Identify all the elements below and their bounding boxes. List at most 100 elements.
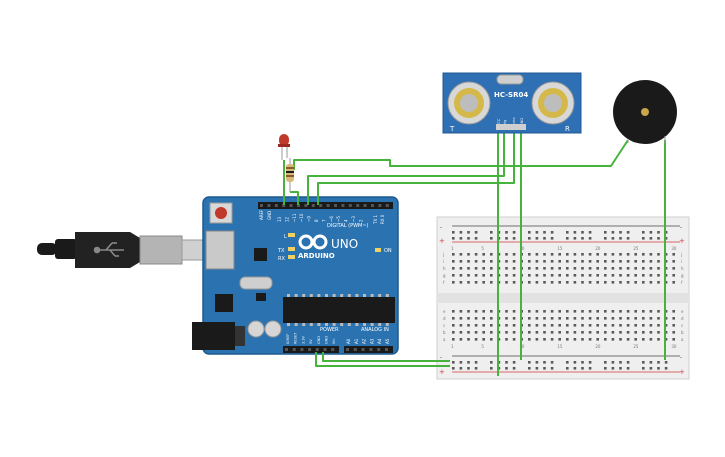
terminal-hole[interactable] xyxy=(657,317,660,320)
rail-hole[interactable] xyxy=(581,367,584,370)
terminal-hole[interactable] xyxy=(611,338,615,341)
rail-hole[interactable] xyxy=(664,231,668,234)
led[interactable] xyxy=(278,134,290,160)
terminal-hole[interactable] xyxy=(604,338,607,341)
terminal-hole[interactable] xyxy=(467,317,470,320)
terminal-hole[interactable] xyxy=(581,281,584,284)
header-hole[interactable] xyxy=(348,204,352,207)
terminal-hole[interactable] xyxy=(467,310,470,313)
terminal-hole[interactable] xyxy=(535,274,539,277)
terminal-hole[interactable] xyxy=(452,281,455,284)
terminal-hole[interactable] xyxy=(664,338,668,341)
usb-cable[interactable] xyxy=(37,232,207,268)
terminal-hole[interactable] xyxy=(452,317,455,320)
terminal-hole[interactable] xyxy=(543,253,546,256)
terminal-hole[interactable] xyxy=(467,253,470,256)
terminal-hole[interactable] xyxy=(664,310,668,313)
terminal-hole[interactable] xyxy=(543,331,546,334)
header-hole[interactable] xyxy=(369,348,373,351)
terminal-hole[interactable] xyxy=(505,331,508,334)
terminal-hole[interactable] xyxy=(467,260,470,263)
rail-hole[interactable] xyxy=(611,231,615,234)
rail-hole[interactable] xyxy=(550,361,554,364)
rail-hole[interactable] xyxy=(505,367,508,370)
terminal-hole[interactable] xyxy=(459,274,463,277)
terminal-hole[interactable] xyxy=(573,274,577,277)
header-hole[interactable] xyxy=(285,348,288,351)
terminal-hole[interactable] xyxy=(634,260,637,263)
terminal-hole[interactable] xyxy=(558,317,561,320)
terminal-hole[interactable] xyxy=(626,267,630,270)
rail-hole[interactable] xyxy=(626,237,630,240)
terminal-hole[interactable] xyxy=(611,310,615,313)
terminal-hole[interactable] xyxy=(490,324,493,327)
terminal-hole[interactable] xyxy=(619,260,622,263)
terminal-hole[interactable] xyxy=(672,274,675,277)
rail-hole[interactable] xyxy=(573,237,577,240)
rail-hole[interactable] xyxy=(528,237,531,240)
rail-hole[interactable] xyxy=(535,231,539,234)
header-hole[interactable] xyxy=(331,348,335,351)
rail-hole[interactable] xyxy=(528,367,531,370)
terminal-hole[interactable] xyxy=(550,267,554,270)
terminal-hole[interactable] xyxy=(528,338,531,341)
rail-hole[interactable] xyxy=(642,237,645,240)
terminal-hole[interactable] xyxy=(482,260,485,263)
header-hole[interactable] xyxy=(304,204,308,207)
rail-hole[interactable] xyxy=(573,367,577,370)
terminal-hole[interactable] xyxy=(596,281,599,284)
header-hole[interactable] xyxy=(267,204,271,207)
header-hole[interactable] xyxy=(274,204,278,207)
terminal-hole[interactable] xyxy=(512,281,516,284)
header-hole[interactable] xyxy=(282,204,286,207)
terminal-hole[interactable] xyxy=(490,317,493,320)
terminal-hole[interactable] xyxy=(566,260,569,263)
terminal-hole[interactable] xyxy=(566,338,569,341)
terminal-hole[interactable] xyxy=(626,324,630,327)
terminal-hole[interactable] xyxy=(558,274,561,277)
header-hole[interactable] xyxy=(385,348,388,351)
rail-hole[interactable] xyxy=(512,367,516,370)
terminal-hole[interactable] xyxy=(467,331,470,334)
terminal-hole[interactable] xyxy=(474,253,478,256)
terminal-hole[interactable] xyxy=(664,317,668,320)
terminal-hole[interactable] xyxy=(672,324,675,327)
piezo-buzzer[interactable] xyxy=(613,80,677,144)
terminal-hole[interactable] xyxy=(474,274,478,277)
terminal-hole[interactable] xyxy=(657,274,660,277)
terminal-hole[interactable] xyxy=(649,324,653,327)
rail-hole[interactable] xyxy=(452,231,455,234)
terminal-hole[interactable] xyxy=(474,281,478,284)
terminal-hole[interactable] xyxy=(619,324,622,327)
rail-hole[interactable] xyxy=(657,367,660,370)
terminal-hole[interactable] xyxy=(596,253,599,256)
terminal-hole[interactable] xyxy=(505,260,508,263)
terminal-hole[interactable] xyxy=(596,267,599,270)
terminal-hole[interactable] xyxy=(664,253,668,256)
terminal-hole[interactable] xyxy=(581,331,584,334)
terminal-hole[interactable] xyxy=(467,324,470,327)
terminal-hole[interactable] xyxy=(474,310,478,313)
rail-hole[interactable] xyxy=(512,361,516,364)
terminal-hole[interactable] xyxy=(642,267,645,270)
terminal-hole[interactable] xyxy=(505,310,508,313)
terminal-hole[interactable] xyxy=(596,274,599,277)
rail-hole[interactable] xyxy=(619,367,622,370)
terminal-hole[interactable] xyxy=(573,324,577,327)
terminal-hole[interactable] xyxy=(528,324,531,327)
header-hole[interactable] xyxy=(385,204,389,207)
terminal-hole[interactable] xyxy=(657,324,660,327)
terminal-hole[interactable] xyxy=(482,274,485,277)
rail-hole[interactable] xyxy=(626,231,630,234)
terminal-hole[interactable] xyxy=(588,338,592,341)
rail-hole[interactable] xyxy=(490,237,493,240)
terminal-hole[interactable] xyxy=(626,253,630,256)
rail-hole[interactable] xyxy=(566,367,569,370)
terminal-hole[interactable] xyxy=(566,310,569,313)
terminal-hole[interactable] xyxy=(626,338,630,341)
terminal-hole[interactable] xyxy=(474,331,478,334)
terminal-hole[interactable] xyxy=(543,324,546,327)
rail-hole[interactable] xyxy=(588,231,592,234)
terminal-hole[interactable] xyxy=(604,253,607,256)
